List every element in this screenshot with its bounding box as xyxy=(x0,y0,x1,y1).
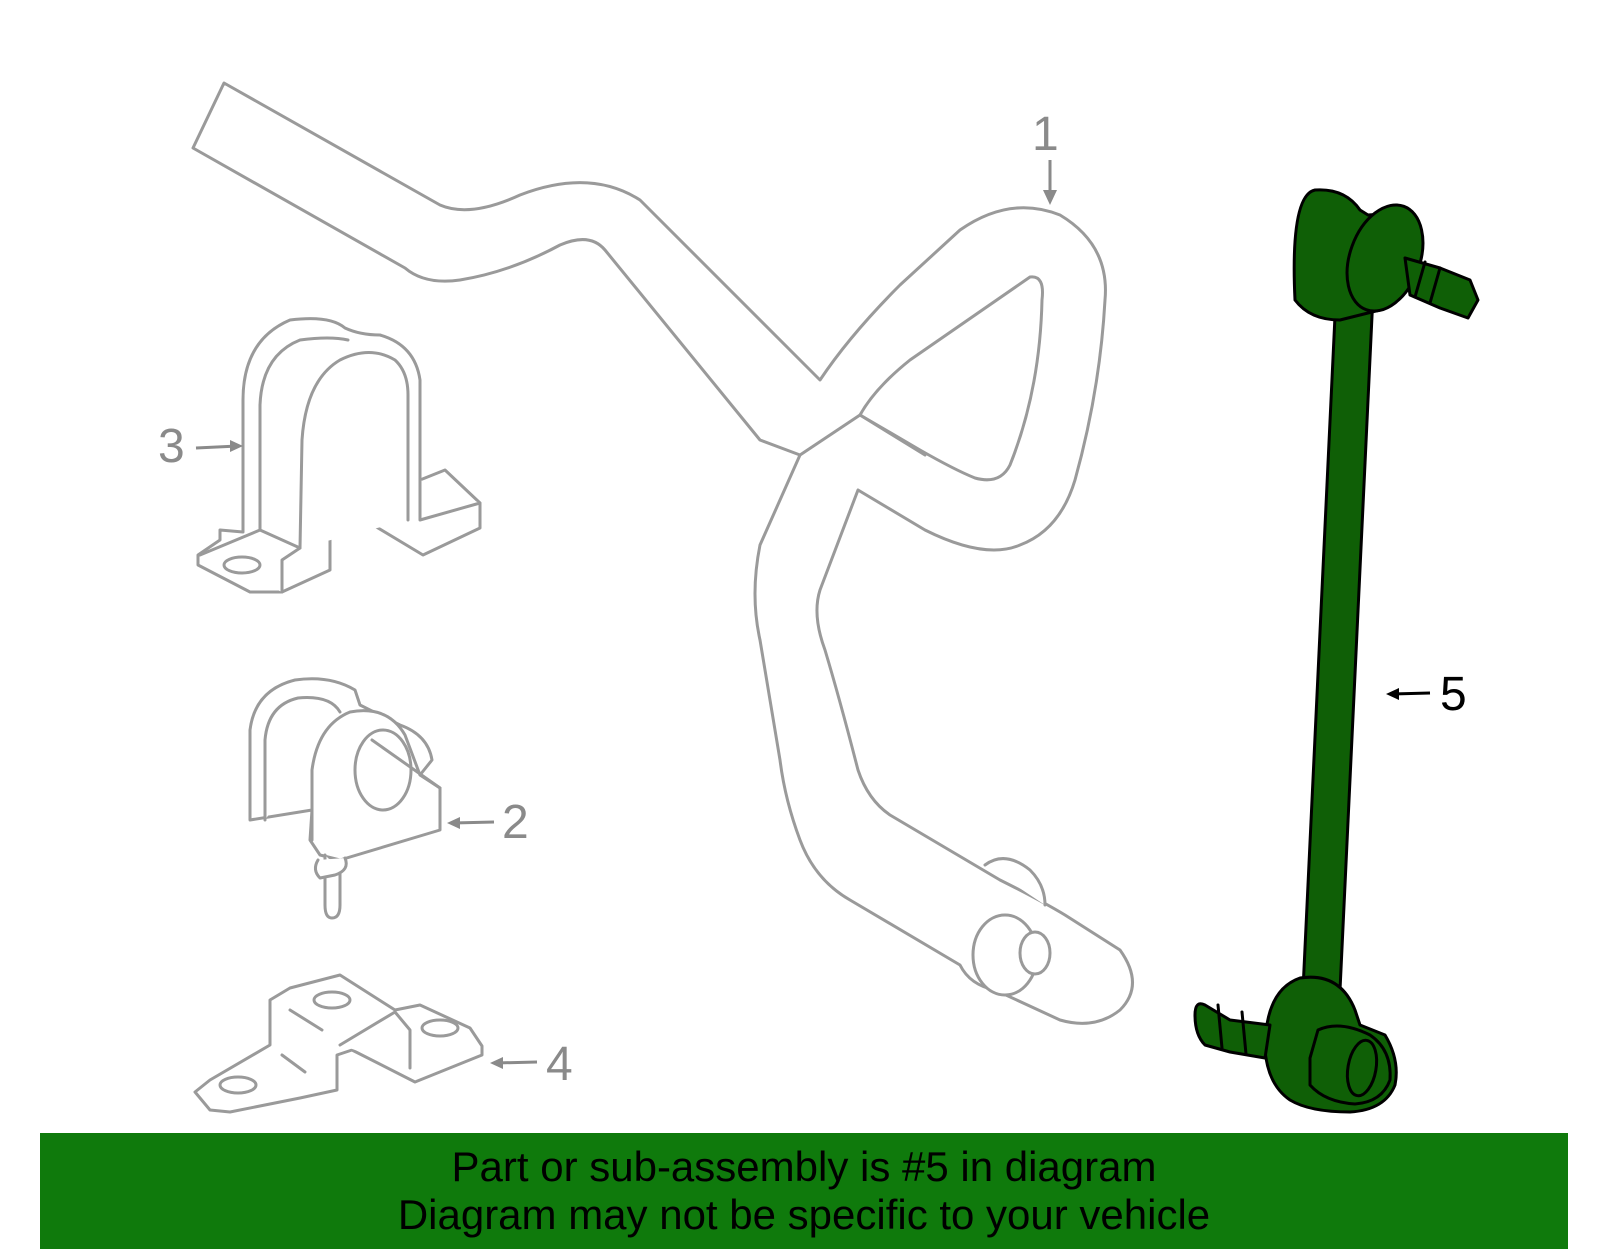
stabilizer-bar-part-1[interactable] xyxy=(191,81,1134,1025)
callout-2: 2 xyxy=(502,796,529,849)
leader-arrow-5 xyxy=(1386,688,1431,700)
clamp-plate-part-4[interactable] xyxy=(193,973,484,1114)
callout-4: 4 xyxy=(546,1038,573,1091)
leader-arrows xyxy=(195,160,1057,1069)
bracket-part-3[interactable] xyxy=(196,317,482,594)
callout-5: 5 xyxy=(1440,668,1467,721)
stabilizer-link-part-5[interactable] xyxy=(1193,188,1480,1114)
callout-3: 3 xyxy=(158,420,185,473)
bushing-part-2[interactable] xyxy=(248,677,442,920)
info-banner: Part or sub-assembly is #5 in diagram Di… xyxy=(40,1133,1568,1249)
callout-1: 1 xyxy=(1032,108,1059,161)
banner-line-2: Diagram may not be specific to your vehi… xyxy=(397,1191,1211,1238)
banner-line-1: Part or sub-assembly is #5 in diagram xyxy=(451,1143,1157,1190)
